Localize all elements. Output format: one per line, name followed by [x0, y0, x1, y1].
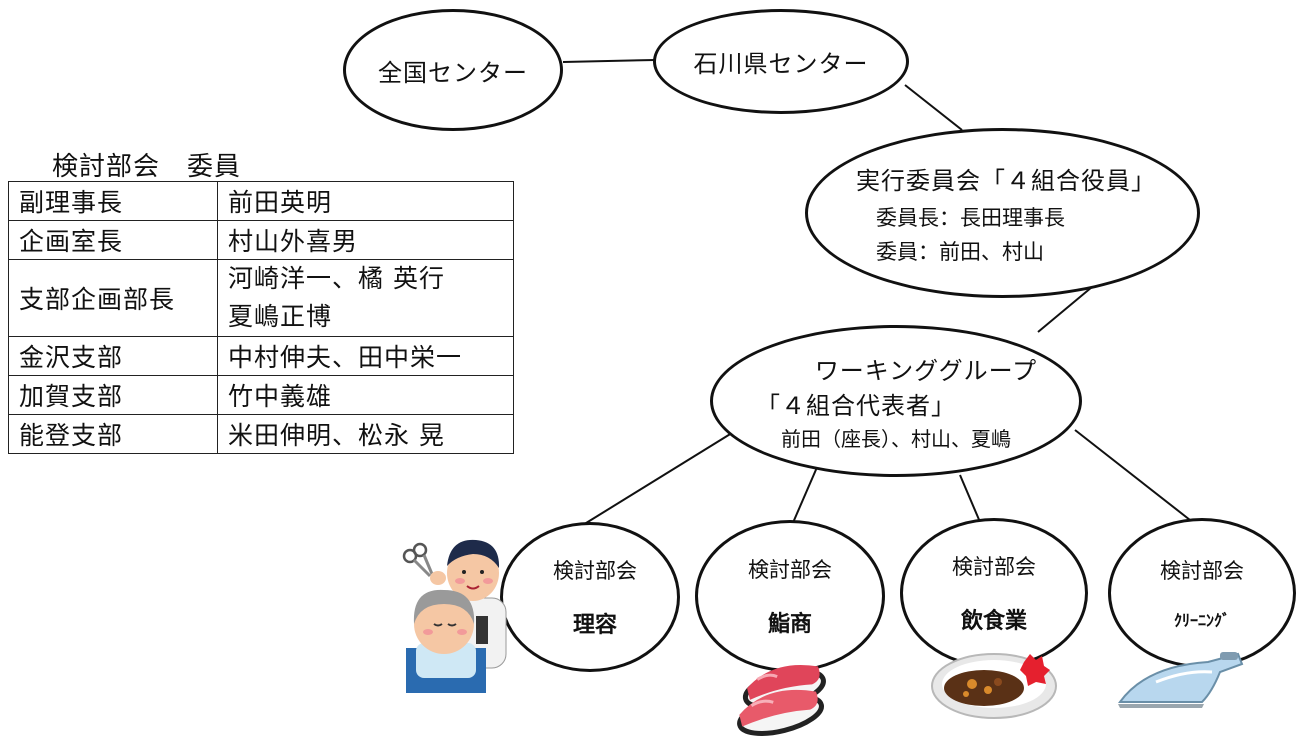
- subcommittee-barber: 検討部会 理容: [500, 522, 680, 672]
- working-group-subtitle: 「４組合代表者」: [756, 391, 956, 420]
- curry-illustration: [931, 653, 1057, 719]
- names-line-1: 河崎洋一、橘 英行: [228, 264, 445, 293]
- exec-committee-title: 実行委員会「４組合役員」: [856, 166, 1156, 195]
- subcommittee-name: ｸﾘｰﾆﾝｸﾞ: [1173, 611, 1230, 630]
- role-cell: 企画室長: [8, 220, 218, 260]
- working-group-node: ワーキンググループ 「４組合代表者」 前田（座長）、村山、夏嶋: [710, 325, 1082, 477]
- role-cell: 金沢支部: [8, 336, 218, 376]
- barber-illustration: [402, 539, 507, 693]
- national-center-label: 全国センター: [378, 58, 528, 87]
- names-cell: 河崎洋一、橘 英行 夏嶋正博: [217, 259, 514, 337]
- working-group-title: ワーキンググループ: [814, 356, 1038, 385]
- names-cell: 村山外喜男: [217, 220, 514, 260]
- role-cell: 支部企画部長: [8, 259, 218, 337]
- names-cell: 前田英明: [217, 181, 514, 221]
- ishikawa-center-node: 石川県センター: [653, 9, 909, 114]
- role-cell: 能登支部: [8, 414, 218, 454]
- subcommittee-label: 検討部会: [952, 555, 1036, 579]
- subcommittee-restaurant: 検討部会 飲食業: [900, 518, 1088, 668]
- subcommittee-label: 検討部会: [748, 558, 832, 582]
- exec-committee-node: 実行委員会「４組合役員」 委員長：長田理事長 委員：前田、村山: [805, 128, 1200, 298]
- role-cell: 加賀支部: [8, 375, 218, 415]
- working-group-members: 前田（座長）、村山、夏嶋: [781, 426, 1011, 451]
- line-national-ishikawa: [562, 59, 656, 63]
- subcommittee-name: 理容: [572, 613, 617, 638]
- subcommittee-label: 検討部会: [553, 559, 637, 583]
- ishikawa-center-label: 石川県センター: [693, 50, 869, 78]
- names-line-2: 夏嶋正博: [228, 302, 333, 331]
- line-working-sub2: [791, 464, 819, 526]
- line-working-sub1: [577, 427, 741, 529]
- names-cell: 竹中義雄: [217, 375, 514, 415]
- names-cell: 中村伸夫、田中栄一: [217, 336, 514, 376]
- subcommittee-sushi: 検討部会 鮨商: [695, 520, 885, 672]
- table-row: 企画室長 村山外喜男: [8, 220, 514, 260]
- names-cell: 米田伸明、松永 晃: [217, 414, 514, 454]
- line-exec-working: [1037, 286, 1093, 333]
- subcommittee-cleaning: 検討部会 ｸﾘｰﾆﾝｸﾞ: [1108, 518, 1296, 668]
- line-working-sub4: [1074, 429, 1191, 521]
- table-row: 金沢支部 中村伸夫、田中栄一: [8, 336, 514, 376]
- table-row: 副理事長 前田英明: [8, 181, 514, 221]
- table-row: 支部企画部長 河崎洋一、橘 英行 夏嶋正博: [8, 259, 514, 337]
- subcommittee-name: 飲食業: [960, 609, 1027, 634]
- sushi-illustration: [737, 664, 826, 736]
- exec-committee-members: 委員：前田、村山: [876, 239, 1044, 264]
- line-working-sub3: [959, 474, 981, 523]
- table-row: 加賀支部 竹中義雄: [8, 375, 514, 415]
- subcommittee-name: 鮨商: [767, 612, 812, 637]
- member-table: 副理事長 前田英明 企画室長 村山外喜男 支部企画部長 河崎洋一、橘 英行 夏嶋…: [8, 181, 514, 454]
- table-row: 能登支部 米田伸明、松永 晃: [8, 414, 514, 454]
- role-cell: 副理事長: [8, 181, 218, 221]
- exec-committee-chair: 委員長：長田理事長: [876, 205, 1065, 230]
- national-center-node: 全国センター: [343, 9, 563, 131]
- table-title: 検討部会 委員: [52, 152, 242, 182]
- subcommittee-label: 検討部会: [1160, 559, 1244, 583]
- line-ishikawa-exec: [904, 84, 963, 131]
- iron-illustration: [1118, 652, 1244, 708]
